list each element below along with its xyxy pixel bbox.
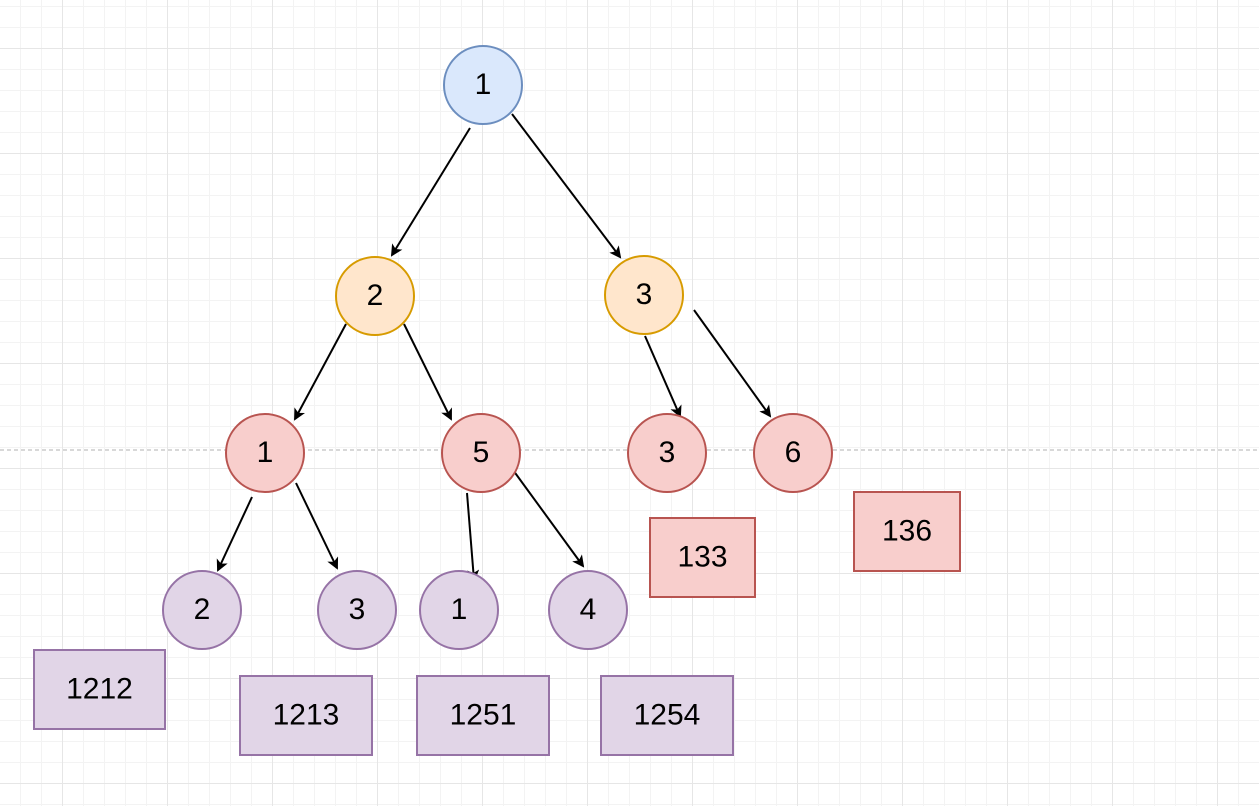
tree-node-2: 2	[335, 256, 415, 336]
result-box-label: 1212	[66, 672, 133, 705]
node-label: 1	[257, 436, 274, 469]
edge-n-root-to-n-3	[511, 113, 622, 259]
tree-node-2-1-3: 3	[317, 570, 397, 650]
result-boxes-layer: 133 136 1212 1213 1251 1254	[33, 491, 961, 756]
edge-n-2-1-to-n-2-1-2	[216, 496, 253, 572]
node-circle	[548, 570, 628, 650]
tree-node-2-5: 5	[441, 413, 521, 493]
node-label: 5	[473, 436, 490, 469]
tree-node-3-3: 3	[627, 413, 707, 493]
node-circle	[441, 413, 521, 493]
edge-n-root-to-n-2	[390, 127, 471, 257]
edge-n-2-5-to-n-2-5-4	[512, 469, 585, 568]
result-box-label: 136	[882, 514, 932, 547]
nodes-layer: 1 2 3 1 5 3 6 2 3 1 4	[162, 45, 833, 650]
result-box-rect	[853, 491, 961, 572]
result-box-rect	[600, 675, 734, 756]
node-label: 4	[580, 593, 597, 626]
result-box-rect	[649, 517, 756, 598]
node-circle	[753, 413, 833, 493]
edge-n-2-to-n-2-5	[403, 323, 452, 421]
result-box-1254: 1254	[600, 675, 734, 756]
node-label: 2	[194, 593, 211, 626]
result-box-label: 1251	[450, 698, 517, 731]
result-box-label: 133	[677, 540, 727, 573]
tree-node-root: 1	[443, 45, 523, 125]
node-circle	[162, 570, 242, 650]
edge-n-3-to-n-3-6	[693, 309, 772, 418]
node-circle	[604, 255, 684, 335]
node-label: 3	[636, 278, 653, 311]
tree-node-2-1: 1	[225, 413, 305, 493]
node-circle	[225, 413, 305, 493]
edge-n-2-to-n-2-1	[294, 323, 347, 421]
result-box-rect	[239, 675, 373, 756]
node-label: 1	[475, 68, 492, 101]
result-box-1213: 1213	[239, 675, 373, 756]
result-box-1251: 1251	[416, 675, 550, 756]
node-circle	[335, 256, 415, 336]
node-label: 3	[349, 593, 366, 626]
node-circle	[443, 45, 523, 125]
node-label: 1	[451, 593, 468, 626]
tree-node-3: 3	[604, 255, 684, 335]
result-box-label: 1213	[273, 698, 340, 731]
result-box-label: 1254	[634, 698, 701, 731]
edge-n-2-5-to-n-2-5-1	[466, 492, 480, 582]
node-label: 3	[659, 436, 676, 469]
result-box-136: 136	[853, 491, 961, 572]
tree-node-2-5-4: 4	[548, 570, 628, 650]
tree-node-2-1-2: 2	[162, 570, 242, 650]
edge-n-2-1-to-n-2-1-3	[295, 482, 339, 570]
result-box-1212: 1212	[33, 649, 166, 730]
tree-node-3-6: 6	[753, 413, 833, 493]
result-box-rect	[33, 649, 166, 730]
result-box-rect	[416, 675, 550, 756]
edges-layer	[216, 113, 772, 582]
tree-node-2-5-1: 1	[419, 570, 499, 650]
node-label: 6	[785, 436, 802, 469]
node-circle	[317, 570, 397, 650]
edge-n-3-to-n-3-3	[644, 335, 682, 418]
result-box-133: 133	[649, 517, 756, 598]
node-label: 2	[367, 279, 384, 312]
node-circle	[419, 570, 499, 650]
node-circle	[627, 413, 707, 493]
